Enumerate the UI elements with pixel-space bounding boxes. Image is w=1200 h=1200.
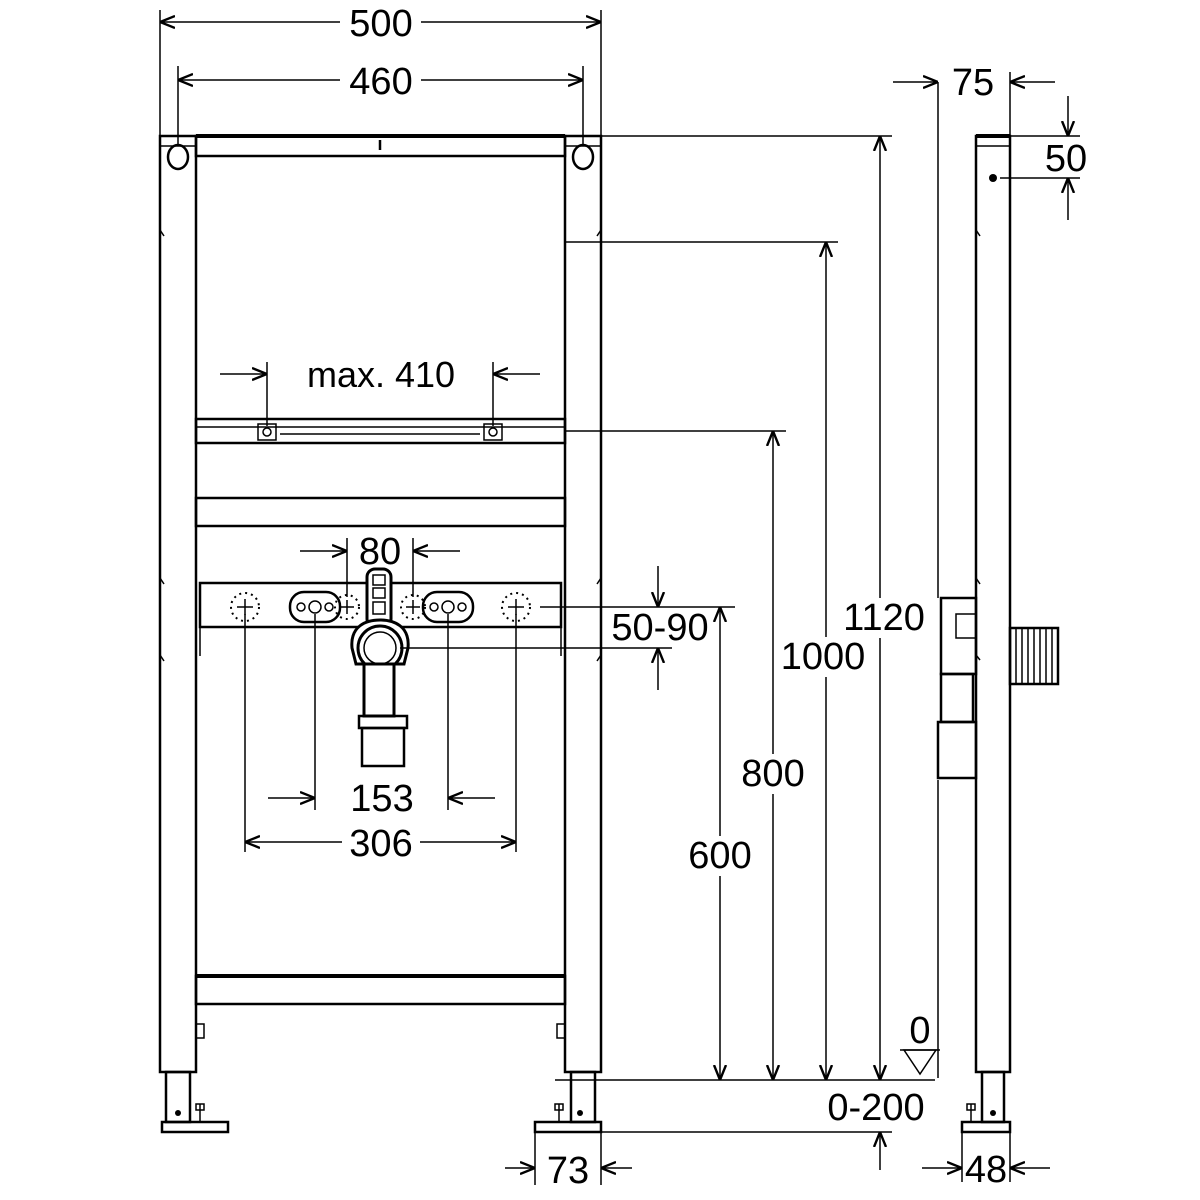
- drain-fitting: [350, 567, 410, 768]
- mounting-rail: [194, 417, 567, 445]
- floor-level-triangle: [902, 1049, 938, 1076]
- fixing-point-left: [230, 592, 260, 622]
- bottom-crossbar: [194, 974, 567, 1006]
- dim-floor-zero: 0: [909, 1010, 930, 1052]
- fixing-point-center-right: [400, 594, 426, 620]
- right-post: [563, 134, 603, 1074]
- fixing-point-right: [501, 592, 531, 622]
- dim-800: 800: [741, 753, 804, 795]
- dim-75: 75: [952, 62, 994, 104]
- dim-max-410: max. 410: [307, 354, 455, 395]
- dim-50-90: 50-90: [611, 607, 708, 649]
- middle-crossbar: [194, 496, 567, 528]
- left-post: [158, 134, 198, 1074]
- side-drain-fitting: [936, 596, 978, 780]
- dim-48: 48: [965, 1149, 1007, 1191]
- right-top-hole: [571, 143, 595, 171]
- right-foot: [533, 1070, 603, 1134]
- dim-306: 306: [349, 823, 412, 865]
- left-top-hole: [166, 143, 190, 171]
- side-post: [974, 134, 1012, 1074]
- dim-460: 460: [349, 61, 412, 103]
- fixing-point-center-left: [334, 594, 360, 620]
- dim-50: 50: [1045, 138, 1087, 180]
- dim-0-200: 0-200: [827, 1087, 924, 1129]
- dim-153: 153: [350, 778, 413, 820]
- dim-600: 600: [688, 835, 751, 877]
- height-dimensions: 50-90 600 800 1000 1120 0 0-200: [400, 135, 940, 1170]
- dim-73: 73: [547, 1150, 589, 1192]
- side-threaded-stub: [1008, 626, 1060, 686]
- front-frame: [158, 134, 603, 1134]
- dim-500: 500: [349, 3, 412, 45]
- dim-80: 80: [359, 531, 401, 573]
- dim-1120: 1120: [843, 597, 925, 639]
- side-view: [936, 82, 1060, 1134]
- left-foot: [160, 1070, 230, 1134]
- front-dimensions: 500 460 max. 410 80 153 306: [159, 3, 632, 1192]
- side-dimensions: 75 50 48: [893, 62, 1087, 1191]
- side-foot: [960, 1070, 1012, 1134]
- dim-1000: 1000: [781, 636, 866, 678]
